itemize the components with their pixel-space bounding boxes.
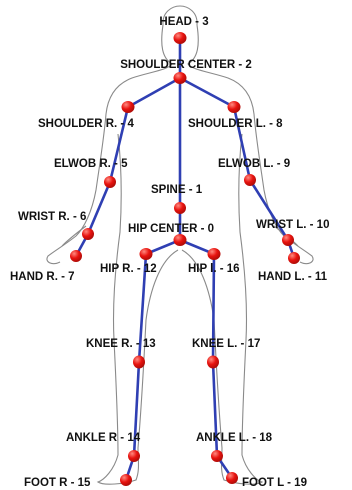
- label-shoulder-right: SHOULDER R. - 4: [38, 118, 134, 130]
- bone-shoulder-right: [128, 78, 180, 107]
- joint-shoulder-left: [228, 101, 241, 113]
- label-hand-right: HAND R. - 7: [10, 271, 75, 283]
- label-elbow-left: ELWOB L. - 9: [218, 158, 290, 170]
- label-knee-left: KNEE L. - 17: [192, 338, 260, 350]
- joint-knee-right: [133, 356, 145, 369]
- label-hip-left: HIP l. - 16: [188, 263, 240, 275]
- label-foot-right: FOOT R - 15: [24, 477, 91, 489]
- joint-labels: HEAD - 3 SHOULDER CENTER - 2 SHOULDER R.…: [10, 16, 329, 489]
- joint-head: [174, 32, 187, 44]
- label-shoulder-center: SHOULDER CENTER - 2: [120, 59, 252, 71]
- skeleton-joints: [70, 32, 300, 486]
- joint-elbow-right: [104, 176, 116, 188]
- label-head: HEAD - 3: [159, 16, 208, 28]
- label-ankle-left: ANKLE L. - 18: [196, 432, 273, 444]
- joint-ankle-left: [211, 450, 223, 462]
- joint-knee-left: [207, 356, 219, 369]
- joint-spine: [174, 202, 186, 214]
- joint-hip-center: [174, 234, 187, 246]
- label-knee-right: KNEE R. - 13: [86, 338, 156, 350]
- joint-shoulder-center: [174, 72, 187, 84]
- joint-hip-left: [208, 248, 221, 260]
- joint-hand-left: [288, 252, 300, 264]
- label-hip-right: HIP R. - 12: [100, 263, 157, 275]
- joint-foot-right: [120, 474, 132, 486]
- joint-hand-right: [70, 250, 82, 262]
- joint-wrist-right: [82, 228, 94, 240]
- label-shoulder-left: SHOULDER L. - 8: [188, 118, 283, 130]
- joint-hip-right: [140, 248, 153, 260]
- joint-ankle-right: [128, 450, 140, 462]
- label-hip-center: HIP CENTER - 0: [128, 223, 214, 235]
- label-wrist-right: WRIST R. - 6: [18, 211, 86, 223]
- skeleton-bones: [76, 38, 294, 480]
- joint-elbow-left: [244, 174, 256, 186]
- label-elbow-right: ELWOB R. - 5: [54, 158, 128, 170]
- bone-shoulder-left: [180, 78, 234, 107]
- joint-wrist-left: [282, 234, 294, 246]
- label-ankle-right: ANKLE R - 14: [66, 432, 141, 444]
- joint-shoulder-right: [122, 101, 135, 113]
- joint-foot-left: [226, 472, 238, 484]
- label-foot-left: FOOT L - 19: [242, 477, 307, 489]
- label-hand-left: HAND L. - 11: [258, 271, 328, 283]
- label-wrist-left: WRIST L. - 10: [256, 219, 329, 231]
- bone-forearm-left: [250, 180, 288, 240]
- label-spine: SPINE - 1: [151, 184, 203, 196]
